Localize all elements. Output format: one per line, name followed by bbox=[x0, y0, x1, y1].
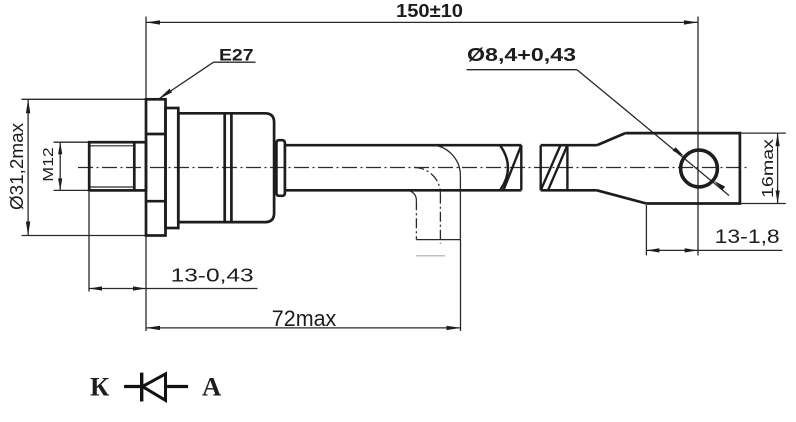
svg-text:150±10: 150±10 bbox=[396, 1, 463, 21]
svg-text:13-0,43: 13-0,43 bbox=[171, 264, 254, 285]
svg-text:А: А bbox=[202, 372, 221, 402]
svg-text:Ø8,4+0,43: Ø8,4+0,43 bbox=[467, 44, 576, 65]
svg-text:К: К bbox=[90, 372, 109, 402]
svg-text:E27: E27 bbox=[219, 46, 254, 64]
svg-text:16max: 16max bbox=[760, 139, 777, 198]
svg-text:Ø31,2max: Ø31,2max bbox=[7, 123, 27, 210]
svg-text:13-1,8: 13-1,8 bbox=[715, 227, 780, 248]
svg-text:72max: 72max bbox=[272, 306, 337, 331]
svg-text:M12: M12 bbox=[40, 147, 57, 182]
